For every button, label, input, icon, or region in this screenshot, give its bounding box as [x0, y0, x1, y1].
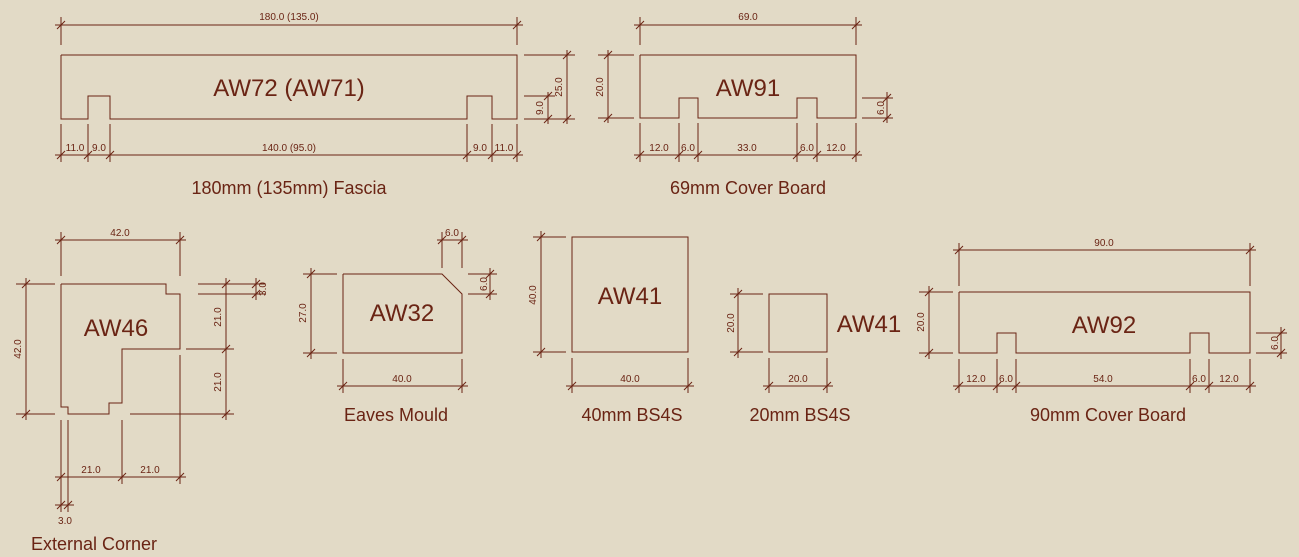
eaves-dim-width: 40.0 — [392, 374, 412, 385]
bs20-dim-width: 20.0 — [788, 374, 808, 385]
cover90-dim-height: 20.0 — [916, 312, 927, 332]
cover90-dim-b1: 12.0 — [966, 374, 986, 385]
fascia-dim-b1: 11.0 — [66, 143, 85, 154]
bs40-dim-height: 40.0 — [528, 285, 539, 305]
fascia-dim-height: 25.0 — [554, 77, 565, 97]
eaves-profile: 6.0 6.0 27.0 40.0 AW32 Eaves Mould — [298, 228, 497, 425]
eaves-outline — [342, 273, 463, 354]
cover69-dim-overall: 69.0 — [738, 12, 758, 23]
cover69-dim-groove: 6.0 — [876, 101, 887, 115]
corner-code: AW46 — [84, 315, 148, 342]
corner-dim-r1: 21.0 — [213, 307, 224, 327]
corner-dim-b3: 3.0 — [58, 516, 72, 527]
eaves-dim-chamfer-w: 6.0 — [445, 228, 459, 239]
fascia-dim-overall: 180.0 (135.0) — [259, 12, 319, 23]
corner-outline — [60, 283, 181, 415]
cover90-dim-overall: 90.0 — [1094, 238, 1114, 249]
eaves-dim-height: 27.0 — [298, 303, 309, 323]
cover90-dim-b2: 6.0 — [999, 374, 1013, 385]
cover90-profile: 90.0 20.0 6.0 12.0 6.0 54.0 6.0 12.0 A — [916, 238, 1287, 425]
fascia-profile: 180.0 (135.0) 25.0 9.0 11.0 9.0 140.0 (9… — [55, 12, 575, 198]
fascia-dim-b2: 9.0 — [92, 143, 106, 154]
eaves-dim-chamfer-h: 6.0 — [479, 277, 490, 291]
bs40-code: AW41 — [598, 283, 662, 310]
cover90-outline — [958, 291, 1251, 354]
cover69-dim-b5: 12.0 — [826, 143, 846, 154]
corner-dim-top: 42.0 — [110, 228, 130, 239]
cover69-dim-b1: 12.0 — [649, 143, 669, 154]
corner-dim-left: 42.0 — [13, 339, 24, 359]
corner-dim-r2: 21.0 — [213, 372, 224, 392]
fascia-outline — [60, 54, 518, 120]
fascia-code: AW72 (AW71) — [213, 75, 365, 102]
corner-dim-notch: 3.0 — [258, 282, 269, 296]
cover69-profile: 69.0 20.0 6.0 12.0 6.0 33.0 6.0 12.0 A — [595, 12, 893, 198]
eaves-caption: Eaves Mould — [344, 405, 448, 425]
cover69-dim-b4: 6.0 — [800, 143, 814, 154]
cover69-code: AW91 — [716, 75, 780, 102]
bs20-code: AW41 — [837, 311, 901, 338]
bs40-dim-width: 40.0 — [620, 374, 640, 385]
bs20-dim-height: 20.0 — [726, 313, 737, 333]
fascia-dim-groove: 9.0 — [535, 101, 546, 115]
cover90-dim-groove: 6.0 — [1270, 336, 1281, 350]
cover90-dim-b4: 6.0 — [1192, 374, 1206, 385]
cover69-caption: 69mm Cover Board — [670, 178, 826, 198]
bs20-caption: 20mm BS4S — [749, 405, 850, 425]
corner-caption: External Corner — [31, 534, 157, 554]
corner-profile: 42.0 42.0 3.0 21.0 21.0 — [13, 228, 269, 554]
bs20-profile: 20.0 20.0 AW41 20mm BS4S — [726, 288, 901, 425]
bs20-outline — [768, 293, 828, 353]
bs40-caption: 40mm BS4S — [581, 405, 682, 425]
cover90-dim-b3: 54.0 — [1093, 374, 1113, 385]
eaves-code: AW32 — [370, 300, 434, 327]
cover69-dim-b3: 33.0 — [737, 143, 757, 154]
cover69-dim-height: 20.0 — [595, 77, 606, 97]
cover90-dim-b5: 12.0 — [1219, 374, 1239, 385]
fascia-dim-b5: 11.0 — [495, 143, 514, 154]
cover90-caption: 90mm Cover Board — [1030, 405, 1186, 425]
corner-dim-b2: 21.0 — [140, 465, 160, 476]
bs40-outline — [571, 236, 689, 353]
cover69-dim-b2: 6.0 — [681, 143, 695, 154]
bs40-profile: 40.0 40.0 AW41 40mm BS4S — [528, 231, 694, 425]
cover90-code: AW92 — [1072, 312, 1136, 339]
cover69-outline — [639, 54, 857, 119]
corner-dim-b1: 21.0 — [81, 465, 101, 476]
fascia-dim-b3: 140.0 (95.0) — [262, 143, 316, 154]
fascia-caption: 180mm (135mm) Fascia — [191, 178, 387, 198]
fascia-dim-b4: 9.0 — [473, 143, 487, 154]
